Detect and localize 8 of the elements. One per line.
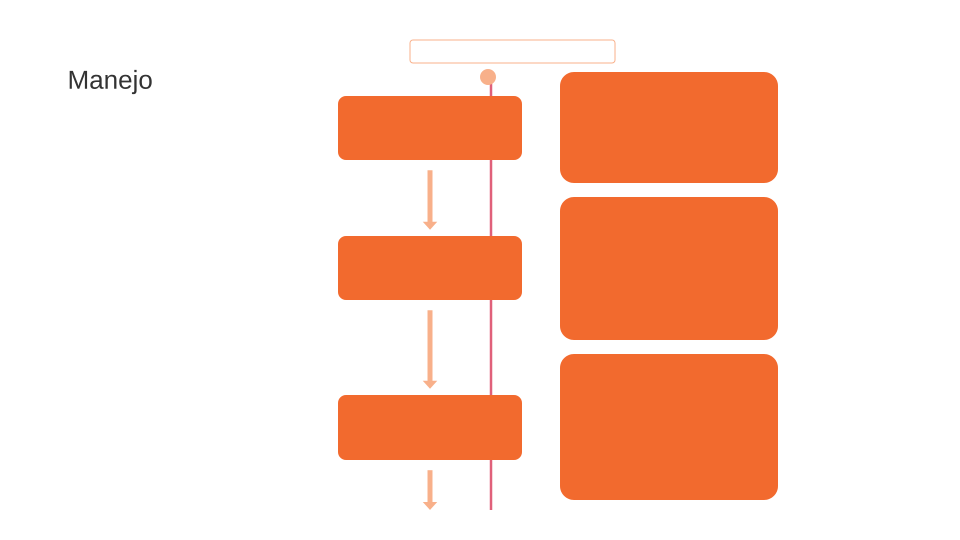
- info-panel: [560, 197, 778, 340]
- step-box: [338, 395, 522, 460]
- title: Manejo: [70, 70, 152, 94]
- info-panel: [560, 72, 778, 183]
- info-panel: [560, 354, 778, 500]
- step-box: [338, 96, 522, 160]
- header-box: [410, 40, 616, 64]
- step-box: [338, 236, 522, 300]
